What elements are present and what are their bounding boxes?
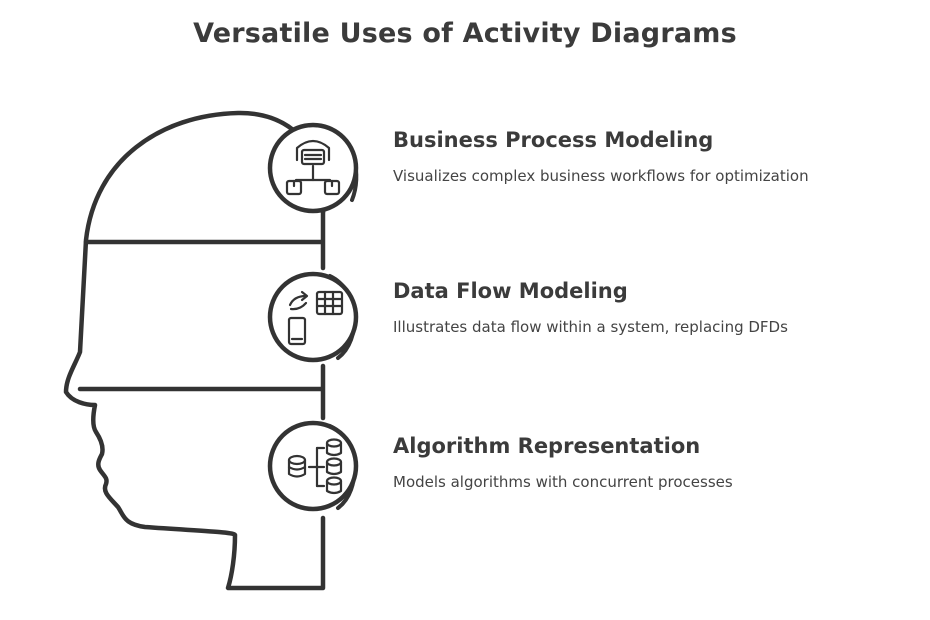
item-title: Data Flow Modeling xyxy=(393,279,628,303)
item-description: Illustrates data flow within a system, r… xyxy=(393,318,788,336)
item-description: Models algorithms with concurrent proces… xyxy=(393,473,733,491)
page-title: Versatile Uses of Activity Diagrams xyxy=(193,18,737,49)
item-algorithm-representation: Algorithm Representation Models algorith… xyxy=(393,434,853,493)
algorithm-icon xyxy=(287,438,343,495)
item-description: Visualizes complex business workflows fo… xyxy=(393,167,809,185)
item-title: Algorithm Representation xyxy=(393,434,701,458)
item-title: Business Process Modeling xyxy=(393,128,714,152)
item-data-flow-modeling: Data Flow Modeling Illustrates data flow… xyxy=(393,279,853,338)
head-outline xyxy=(63,110,326,591)
item-business-process-modeling: Business Process Modeling Visualizes com… xyxy=(393,128,853,187)
business-process-icon xyxy=(285,139,341,196)
data-flow-icon xyxy=(287,290,344,346)
circle-data-flow xyxy=(267,271,359,363)
